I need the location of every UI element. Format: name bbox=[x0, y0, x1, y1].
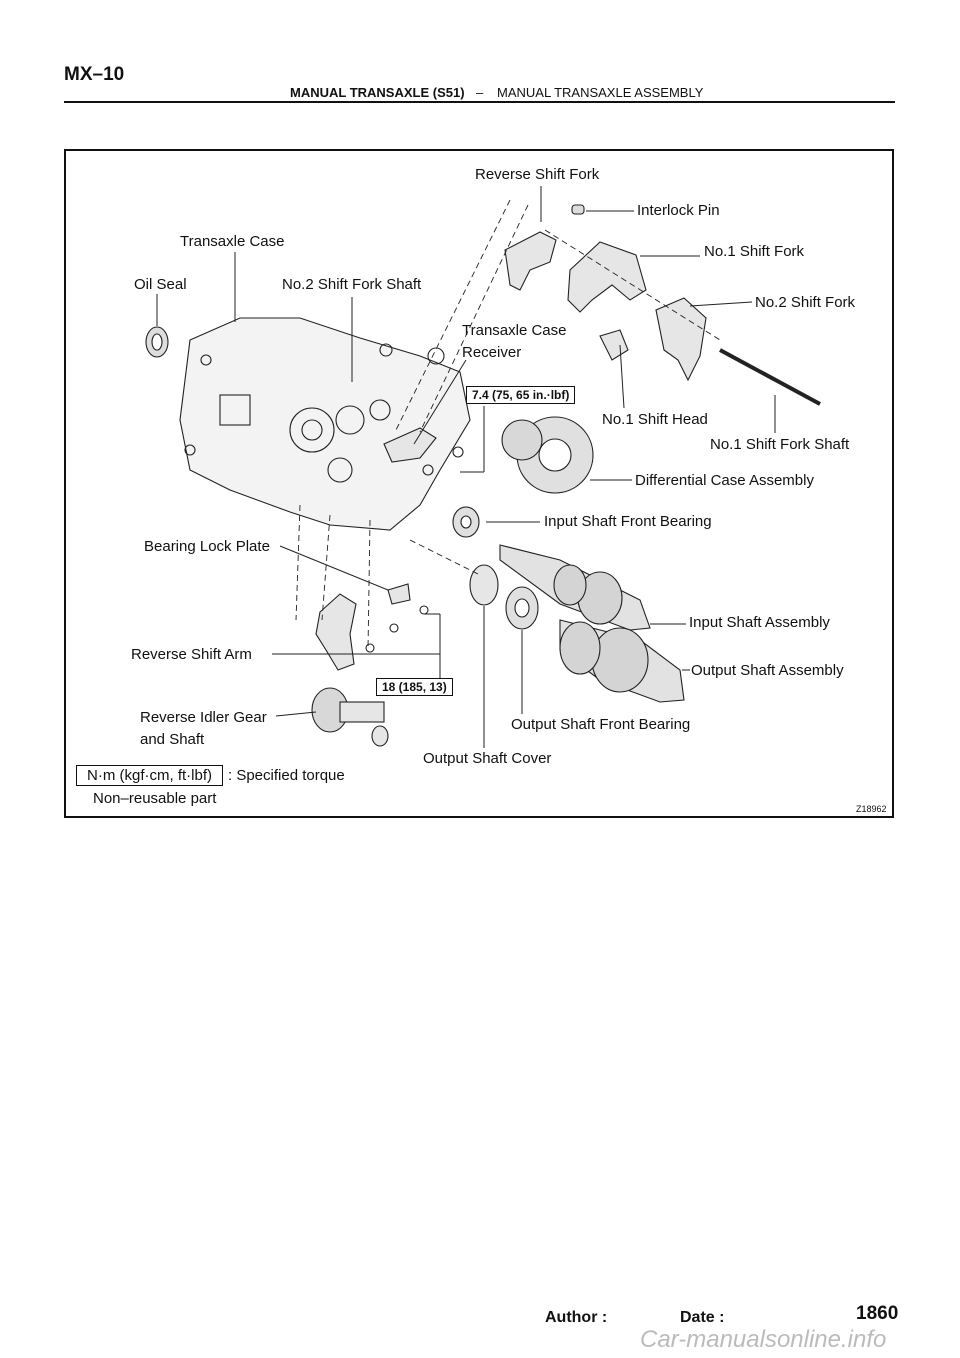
label-output-shaft-front-bearing: Output Shaft Front Bearing bbox=[511, 716, 691, 733]
label-differential-case-assembly: Differential Case Assembly bbox=[635, 472, 814, 489]
transaxle-case-drawing bbox=[179, 317, 471, 531]
label-input-shaft-front-bearing: Input Shaft Front Bearing bbox=[544, 513, 712, 530]
label-no2-shift-fork: No.2 Shift Fork bbox=[755, 294, 856, 311]
label-interlock-pin: Interlock Pin bbox=[637, 202, 720, 219]
label-no2-shift-fork-shaft: No.2 Shift Fork Shaft bbox=[282, 276, 422, 293]
footer-date-label: Date : bbox=[680, 1309, 725, 1326]
label-input-shaft-assembly: Input Shaft Assembly bbox=[689, 614, 830, 631]
reverse-shift-fork-drawing bbox=[504, 231, 557, 291]
label-reverse-shift-arm: Reverse Shift Arm bbox=[131, 646, 252, 663]
label-output-shaft-assembly: Output Shaft Assembly bbox=[691, 662, 844, 679]
no1-shift-fork-drawing bbox=[567, 241, 647, 313]
label-output-shaft-cover: Output Shaft Cover bbox=[423, 750, 552, 767]
header-separator: – bbox=[476, 85, 484, 100]
label-transaxle-case: Transaxle Case bbox=[180, 233, 285, 250]
bearing-lock-plate-drawing bbox=[387, 583, 411, 605]
no1-shift-fork-shaft-drawing bbox=[719, 348, 821, 406]
legend-non-reusable-part: Non–reusable part bbox=[93, 790, 217, 807]
label-reverse-idler-gear-line2: and Shaft bbox=[140, 731, 205, 748]
figure-id: Z18962 bbox=[856, 804, 887, 814]
section-title: MANUAL TRANSAXLE (S51) bbox=[290, 85, 465, 100]
legend-specified-torque: : Specified torque bbox=[228, 767, 345, 784]
no2-shift-fork-drawing bbox=[655, 297, 707, 382]
legend-unit-box: N·m (kgf·cm, ft·lbf) bbox=[76, 765, 223, 786]
label-reverse-shift-fork: Reverse Shift Fork bbox=[475, 166, 600, 183]
page-code: MX–10 bbox=[64, 64, 125, 85]
interlock-pin-drawing bbox=[571, 204, 585, 215]
transaxle-case-receiver-drawing bbox=[383, 427, 437, 463]
label-transaxle-case-receiver-line2: Receiver bbox=[462, 344, 522, 361]
label-no1-shift-head: No.1 Shift Head bbox=[602, 411, 708, 428]
subsection-title: MANUAL TRANSAXLE ASSEMBLY bbox=[497, 85, 704, 100]
label-oil-seal: Oil Seal bbox=[134, 276, 187, 293]
no1-shift-head-drawing bbox=[599, 329, 629, 361]
exploded-view-figure bbox=[64, 149, 894, 818]
watermark: Car-manualsonline.info bbox=[640, 1326, 887, 1353]
label-no1-shift-fork: No.1 Shift Fork bbox=[704, 243, 805, 260]
torque-box-18: 18 (185, 13) bbox=[376, 678, 453, 696]
label-bearing-lock-plate: Bearing Lock Plate bbox=[144, 538, 270, 555]
label-transaxle-case-receiver-line1: Transaxle Case bbox=[462, 322, 567, 339]
reverse-shift-arm-drawing bbox=[315, 593, 357, 671]
footer-author-label: Author : bbox=[545, 1309, 608, 1326]
label-no1-shift-fork-shaft: No.1 Shift Fork Shaft bbox=[710, 436, 850, 453]
footer-page-number: 1860 bbox=[856, 1303, 899, 1324]
header-rule bbox=[64, 101, 895, 103]
output-shaft-cover-drawing bbox=[469, 564, 499, 606]
torque-box-7-4: 7.4 (75, 65 in.·lbf) bbox=[466, 386, 576, 404]
label-reverse-idler-gear-line1: Reverse Idler Gear bbox=[140, 709, 267, 726]
